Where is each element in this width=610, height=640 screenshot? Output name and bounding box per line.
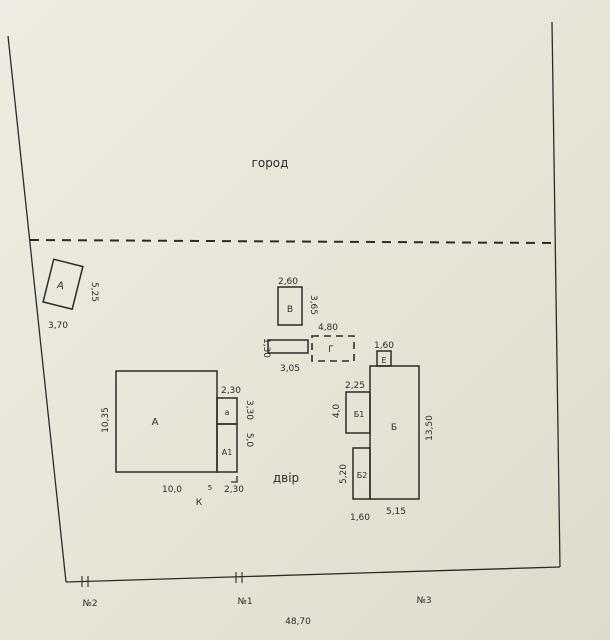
- neighbor-middle: №1: [237, 597, 252, 607]
- shed-height-dim: 5,25: [89, 282, 99, 302]
- building-b2: [352, 447, 371, 500]
- k-corner-mark: [231, 476, 238, 483]
- annex-a1: [216, 423, 238, 473]
- building-b-label: Б: [391, 423, 397, 433]
- building-g-label: Г: [328, 345, 334, 355]
- k-sub-label: 5: [208, 484, 212, 492]
- strip-structure: [267, 339, 309, 354]
- boundary-ticks: [81, 572, 243, 587]
- annex-width-dim: 2,30: [224, 485, 244, 495]
- house-height-dim: 10,35: [101, 407, 111, 433]
- porch-height-dim: 3,30: [244, 400, 254, 420]
- k-label: К: [196, 498, 203, 508]
- building-b2-height: 5,20: [339, 464, 349, 484]
- building-b-height: 13,50: [425, 415, 435, 441]
- building-b-width: 5,15: [386, 507, 406, 517]
- neighbor-right: №3: [416, 596, 431, 606]
- building-g-dashed: [311, 335, 355, 362]
- building-g-width: 4,80: [318, 323, 338, 333]
- house-a: [115, 370, 218, 473]
- lot-bottom-boundary: [65, 566, 561, 583]
- building-e-label: Е: [381, 356, 386, 365]
- building-b1-label: Б1: [354, 410, 365, 419]
- building-b1: [345, 391, 371, 434]
- building-v-height: 3,65: [308, 295, 318, 315]
- strip-width-dim: 3,05: [280, 364, 300, 374]
- house-width-dim: 10,0: [162, 485, 182, 495]
- shed-width-dim: 3,70: [48, 321, 68, 331]
- building-b2-label: Б2: [357, 471, 368, 480]
- building-b2-width: 1,60: [350, 513, 370, 523]
- porch-width-dim: 2,30: [221, 386, 241, 396]
- shed-far: А: [42, 258, 84, 311]
- neighbor-left: №2: [82, 599, 97, 609]
- strip-height-dim: 1,30: [261, 338, 271, 358]
- annex-label: А1: [222, 448, 233, 457]
- garden-label: город: [252, 156, 289, 170]
- house-a-label: А: [152, 417, 159, 428]
- porch-small-label: а: [225, 408, 230, 417]
- lot-length-dim: 48,70: [285, 617, 311, 627]
- building-v: [277, 286, 303, 326]
- shed-far-label: А: [56, 280, 65, 292]
- yard-label: двір: [273, 471, 299, 485]
- building-b1-height: 4,0: [332, 404, 342, 419]
- lot-right-boundary: [551, 21, 561, 568]
- building-v-width: 2,60: [278, 277, 298, 287]
- building-b1-width: 2,25: [345, 381, 365, 391]
- garden-boundary-dashed: [29, 239, 554, 244]
- building-e-width: 1,60: [374, 341, 394, 351]
- annex-height-dim: 5,0: [244, 433, 254, 448]
- building-v-label: В: [287, 305, 293, 315]
- lot-left-boundary: [7, 35, 67, 583]
